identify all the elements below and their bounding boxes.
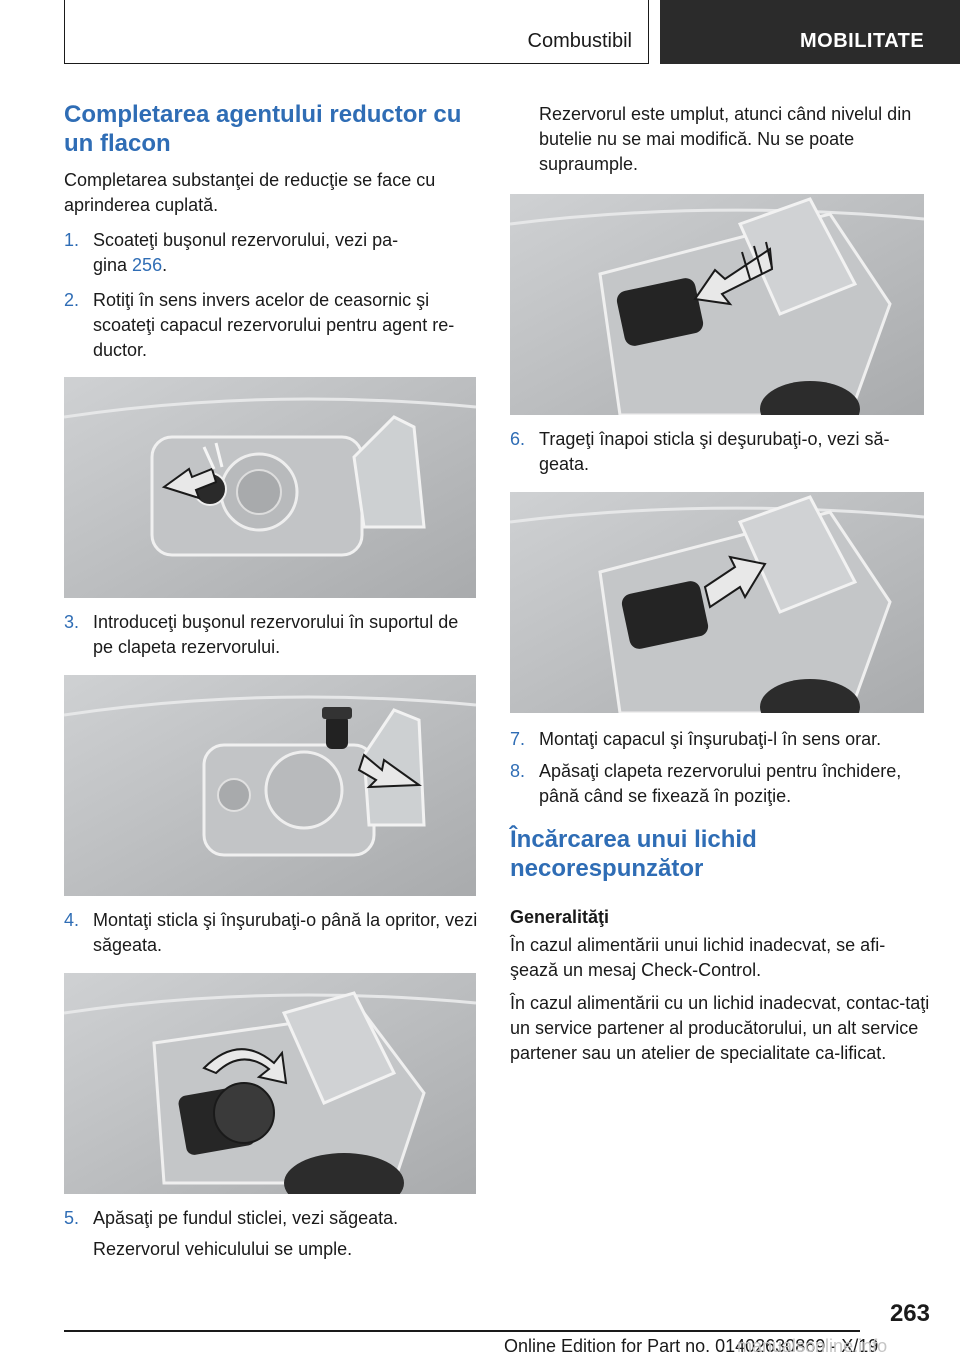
section-title-wrong-fluid: Încărcarea unui lichid necorespunzător bbox=[510, 826, 757, 882]
step-6: 6. Trageţi înapoi sticla şi deşurubaţi-o… bbox=[510, 427, 930, 477]
step-1-text-b: gina bbox=[93, 255, 133, 275]
step-5: 5. Apăsaţi pe fundul sticlei, vezi săgea… bbox=[64, 1206, 482, 1231]
step-7-number: 7. bbox=[510, 729, 526, 749]
page-number: 263 bbox=[889, 1300, 930, 1327]
section-title: Completarea agentului reductor cu un fla… bbox=[64, 101, 462, 157]
step-6-text: Trageţi înapoi sticla şi deşurubaţi-o, v… bbox=[539, 429, 890, 474]
step-8: 8. Apăsaţi clapeta rezervorului pentru î… bbox=[510, 759, 930, 809]
step-4: 4. Montaţi sticla şi înşurubaţi-o până l… bbox=[64, 908, 482, 958]
step-6-number: 6. bbox=[510, 429, 526, 449]
figure-screw-bottle bbox=[64, 973, 476, 1194]
figure-remove-cap bbox=[64, 377, 476, 598]
step-1-text-c: . bbox=[162, 255, 168, 275]
figure-press-bottle bbox=[510, 194, 924, 415]
footer-rule bbox=[64, 1330, 860, 1332]
step-3-text: Introduceţi buşonul rezervorului în supo… bbox=[93, 612, 459, 657]
continued-paragraph: Rezervorul este umplut, atunci când nive… bbox=[539, 104, 912, 174]
step-5-text: Apăsaţi pe fundul sticlei, vezi săgeata. bbox=[93, 1208, 399, 1228]
intro-paragraph: Completarea substanţei de reducţie se fa… bbox=[64, 170, 436, 215]
step-1: 1. Scoateţi buşonul rezervorului, vezi p… bbox=[64, 228, 482, 278]
general-paragraph-2: În cazul alimentării cu un lichid inadec… bbox=[510, 993, 930, 1063]
general-paragraph-1: În cazul alimentării unui lichid inadecv… bbox=[510, 935, 886, 980]
step-8-text: Apăsaţi clapeta rezervorului pentru înch… bbox=[539, 761, 902, 806]
step-8-number: 8. bbox=[510, 761, 526, 781]
step-3-number: 3. bbox=[64, 612, 80, 632]
page-reference-link[interactable]: 256 bbox=[132, 255, 163, 275]
step-5-number: 5. bbox=[64, 1208, 80, 1228]
figure-cap-in-holder bbox=[64, 675, 476, 896]
right-column: Rezervorul este umplut, atunci când nive… bbox=[510, 102, 930, 1066]
step-7: 7. Montaţi capacul şi înşurubaţi-l în se… bbox=[510, 727, 930, 752]
step-2-text: Rotiţi în sens invers acelor de ceasorni… bbox=[93, 290, 455, 360]
footer-watermark: manualsonline.info bbox=[737, 1336, 888, 1356]
step-3: 3. Introduceţi buşonul rezervorului în s… bbox=[64, 610, 482, 660]
step-1-number: 1. bbox=[64, 230, 80, 250]
step-2-number: 2. bbox=[64, 290, 80, 310]
step-2: 2. Rotiţi în sens invers acelor de ceaso… bbox=[64, 288, 482, 363]
header-chapter: Combustibil bbox=[527, 30, 632, 52]
header-section-tab: MOBILITATE bbox=[660, 0, 960, 64]
figure-pull-bottle bbox=[510, 492, 924, 713]
step-1-text-a: Scoateţi buşonul rezervorului, vezi pa- bbox=[93, 230, 399, 250]
step-4-number: 4. bbox=[64, 910, 80, 930]
left-column: Completarea agentului reductor cu un fla… bbox=[64, 100, 482, 1262]
step-4-text: Montaţi sticla şi înşurubaţi-o până la o… bbox=[93, 910, 478, 955]
footer-edition: Online Edition for Part no. 01402630869 … bbox=[504, 1336, 879, 1356]
step-7-text: Montaţi capacul şi înşurubaţi-l în sens … bbox=[539, 729, 882, 749]
step-5-note: Rezervorul vehiculului se umple. bbox=[93, 1239, 353, 1259]
header-chapter-box: Combustibil bbox=[64, 0, 649, 64]
header-section-label: MOBILITATE bbox=[800, 30, 925, 52]
subsection-title-general: Generalităţi bbox=[510, 907, 610, 927]
